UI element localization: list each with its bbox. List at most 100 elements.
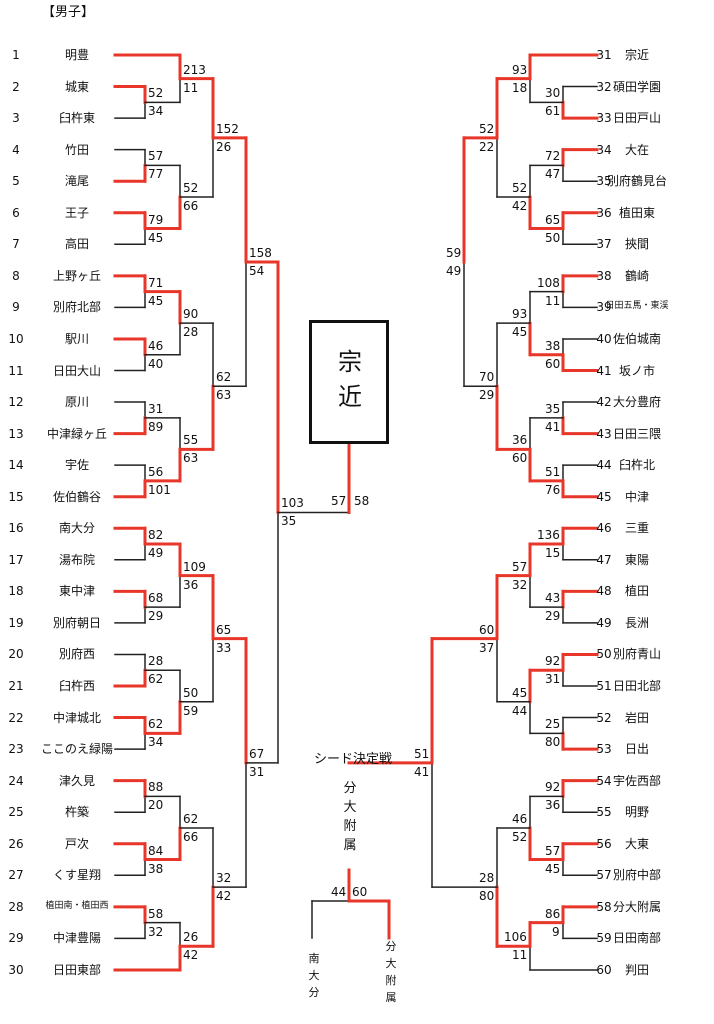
team-name: 佐伯城南 <box>612 331 661 346</box>
score-label: 136 <box>537 528 560 543</box>
team-name: 日田戸山 <box>612 111 661 126</box>
score-label: 36 <box>512 433 528 448</box>
score-label: 55 <box>183 433 199 448</box>
team-number: 50 <box>596 647 612 662</box>
team-number: 4 <box>12 142 20 157</box>
team-name: 津久見 <box>58 773 95 788</box>
team-name: 鶴崎 <box>624 268 649 283</box>
team-name: 日出 <box>624 742 649 757</box>
team-number: 38 <box>596 268 612 283</box>
team-number: 31 <box>596 48 612 62</box>
team-name: 日田三隈 <box>612 426 661 441</box>
score-label: 46 <box>148 338 164 353</box>
score-label: 38 <box>148 861 164 876</box>
team-name: 宇佐 <box>64 458 89 473</box>
score-label: 9 <box>552 924 560 939</box>
team-number: 52 <box>596 710 612 725</box>
team-number: 41 <box>596 363 612 378</box>
team-number: 26 <box>8 836 24 851</box>
team-name: 大東 <box>624 836 649 851</box>
page-title: 【男子】 <box>42 5 95 20</box>
team-number: 46 <box>596 521 612 536</box>
team-name: 大在 <box>624 142 649 157</box>
score-label: 35 <box>545 401 561 416</box>
score-label: 42 <box>216 889 232 904</box>
team-name: 竹田 <box>64 142 89 157</box>
score-label: 34 <box>148 735 164 750</box>
score-label: 51 <box>414 746 430 761</box>
team-name: 中津城北 <box>52 710 101 725</box>
score-label: 52 <box>512 180 528 195</box>
score-label: 45 <box>148 230 164 245</box>
score-label: 15 <box>545 546 561 561</box>
team-name: 判田 <box>624 962 649 977</box>
score-label: 11 <box>512 948 528 963</box>
score-label: 31 <box>545 672 561 687</box>
team-name: 明野 <box>624 805 649 820</box>
score-label: 59 <box>446 246 462 261</box>
team-number: 14 <box>8 458 24 473</box>
team-number: 56 <box>596 836 612 851</box>
score-label: 49 <box>148 546 164 561</box>
score-label: 92 <box>545 654 561 669</box>
score-label: 213 <box>183 62 206 77</box>
champion-box: 宗 近 <box>309 320 389 444</box>
score-label: 61 <box>545 104 561 119</box>
team-name: 杵築 <box>64 805 89 820</box>
team-number: 33 <box>596 111 612 126</box>
team-number: 11 <box>8 363 24 378</box>
score-label: 84 <box>148 843 164 858</box>
team-number: 47 <box>596 552 612 567</box>
score-label: 68 <box>148 591 164 606</box>
team-name: 坂ノ市 <box>618 363 655 378</box>
score-label: 54 <box>249 264 265 279</box>
score-label: 158 <box>249 246 272 261</box>
score-label: 57 <box>148 149 164 164</box>
team-number: 42 <box>596 395 612 410</box>
team-name: 日田南部 <box>612 931 661 946</box>
team-name: 湯布院 <box>58 552 95 567</box>
team-number: 12 <box>8 395 24 410</box>
team-name: 戸次 <box>64 836 89 851</box>
team-name: 植田南・植田西 <box>45 900 109 911</box>
team-name: 東中津 <box>58 584 95 599</box>
score-label: 52 <box>479 121 495 136</box>
score-label: 42 <box>183 948 199 963</box>
score-label: 57 <box>512 559 528 574</box>
team-number: 18 <box>8 584 24 599</box>
seed-team-left: 南 大 分 <box>308 952 320 1000</box>
score-label: 26 <box>183 930 199 945</box>
score-label: 88 <box>148 780 164 795</box>
team-number: 15 <box>8 489 24 504</box>
team-number: 25 <box>8 805 24 820</box>
score-label: 43 <box>545 591 561 606</box>
team-number: 28 <box>8 899 24 914</box>
team-number: 37 <box>596 237 612 252</box>
team-number: 20 <box>8 647 24 662</box>
team-name: 王子 <box>64 205 89 220</box>
final-score-left: 57 <box>331 494 347 508</box>
score-label: 58 <box>148 906 164 921</box>
team-name: 別府鶴見台 <box>606 174 667 189</box>
score-label: 80 <box>479 889 495 904</box>
team-number: 34 <box>596 142 612 157</box>
score-label: 93 <box>512 307 528 322</box>
score-label: 52 <box>512 829 528 844</box>
score-label: 77 <box>148 167 164 182</box>
team-name: 宇佐西部 <box>612 773 661 788</box>
score-label: 29 <box>545 609 561 624</box>
score-label: 42 <box>512 198 528 213</box>
score-label: 37 <box>479 640 495 655</box>
score-label: 11 <box>545 293 561 308</box>
team-number: 16 <box>8 521 24 536</box>
score-label: 51 <box>545 464 561 479</box>
score-label: 45 <box>512 685 528 700</box>
score-label: 50 <box>183 685 199 700</box>
team-number: 7 <box>12 237 20 252</box>
team-name: 滝尾 <box>64 174 89 189</box>
team-number: 24 <box>8 773 24 788</box>
score-label: 76 <box>545 482 561 497</box>
score-label: 60 <box>545 356 561 371</box>
score-label: 32 <box>216 871 232 886</box>
team-number: 6 <box>12 205 20 220</box>
